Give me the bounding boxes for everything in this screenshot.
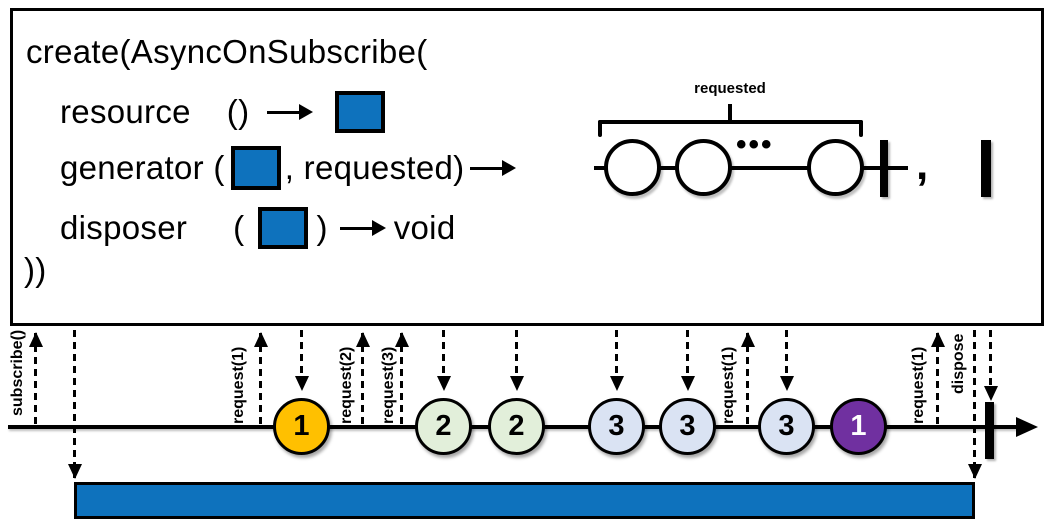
request-arrow-up-icon: [355, 332, 370, 425]
requested-brace-label: requested: [694, 80, 766, 97]
generator-label: generator (: [60, 149, 225, 186]
generator-args: , requested): [284, 149, 465, 186]
event-label-request1: request(1): [230, 346, 247, 424]
marble-2: 2: [415, 398, 472, 455]
request-arrow-up-icon: [740, 332, 755, 425]
marble-2: 2: [488, 398, 545, 455]
code-line-disposer: disposer ( ) void: [60, 202, 455, 254]
arrow-right-icon: [339, 219, 386, 237]
mini-observable-axis: [594, 166, 908, 170]
ellipsis-dots-icon: •••: [736, 128, 774, 161]
empty-complete-bar-icon: [981, 140, 991, 197]
emit-arrow-down-icon: [509, 330, 524, 391]
marble-3: 3: [659, 398, 716, 455]
request-arrow-up-icon: [253, 332, 268, 425]
resource-lifetime-bar: [74, 482, 975, 519]
disposer-open-paren: (: [233, 209, 245, 246]
requested-brace: [598, 120, 602, 137]
requested-brace: [728, 104, 732, 122]
arrow-right-icon: [267, 103, 314, 121]
arrow-right-icon: [470, 159, 517, 177]
request-arrow-up-icon: [930, 332, 945, 425]
request-arrow-up-icon: [394, 332, 409, 425]
event-label-dispose: dispose: [950, 333, 967, 394]
marble-1: 1: [273, 398, 330, 455]
requested-brace: [859, 120, 863, 137]
oncomplete-bar: [985, 402, 994, 459]
mini-marble-icon: [675, 139, 732, 196]
resource-label: resource: [60, 93, 191, 130]
marble-1-purple: 1: [830, 398, 887, 455]
code-line-resource: resource (): [60, 86, 386, 138]
disposer-close-paren: ): [316, 209, 328, 246]
emit-arrow-down-icon: [609, 330, 624, 391]
emit-arrow-down-icon: [436, 330, 451, 391]
code-line-closing: )): [24, 248, 47, 292]
timeline-arrowhead-icon: [1016, 417, 1038, 437]
resource-square-icon: [258, 207, 309, 249]
marble-3: 3: [588, 398, 645, 455]
complete-arrow-down-icon: [983, 330, 998, 401]
create-title: create(AsyncOnSubscribe(: [26, 33, 428, 70]
requested-brace: [598, 120, 863, 124]
mini-marble-icon: [807, 139, 864, 196]
subscribe-arrow-up-icon: [28, 332, 43, 425]
code-line-create: create(AsyncOnSubscribe(: [26, 30, 428, 74]
event-label-subscribe: subscribe(): [9, 329, 26, 416]
event-label-request2: request(2): [338, 346, 355, 424]
comma-separator: ,: [916, 140, 929, 189]
mini-complete-bar-icon: [880, 140, 888, 197]
disposer-label: disposer: [60, 209, 188, 246]
emit-arrow-down-icon: [779, 330, 794, 391]
event-label-request3: request(3): [380, 346, 397, 424]
resource-create-arrow-down-icon: [67, 330, 82, 479]
event-label-request1: request(1): [720, 346, 737, 424]
disposer-result: void: [393, 209, 456, 246]
marble-3: 3: [758, 398, 815, 455]
resource-square-icon: [335, 91, 386, 133]
event-label-request1: request(1): [910, 346, 927, 424]
closing-parens: )): [24, 251, 47, 288]
emit-arrow-down-icon: [680, 330, 695, 391]
mini-marble-icon: [604, 139, 661, 196]
emit-arrow-down-icon: [294, 330, 309, 391]
resource-args: (): [226, 93, 250, 130]
resource-square-icon: [230, 146, 281, 190]
code-line-generator: generator ( , requested): [60, 142, 517, 194]
dispose-arrow-down-icon: [967, 330, 982, 479]
